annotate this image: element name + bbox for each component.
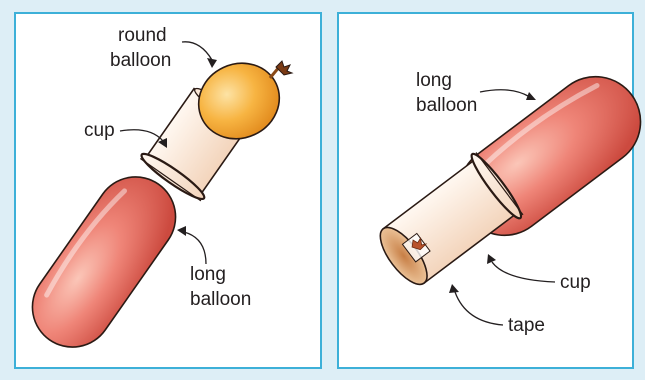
- long-balloon-label-line2: balloon: [190, 289, 251, 310]
- round-balloon-label-line2: balloon: [110, 50, 171, 71]
- tape-label: tape: [508, 315, 545, 336]
- long-balloon-label-line2: balloon: [416, 95, 477, 116]
- left-panel: round balloon cup long balloon: [15, 13, 321, 368]
- long-balloon-label-line1: long: [416, 70, 452, 91]
- cup-label: cup: [560, 272, 591, 293]
- round-balloon-label-line1: round: [118, 25, 167, 46]
- right-panel: long balloon cup tape: [338, 13, 645, 368]
- long-balloon-label-line1: long: [190, 264, 226, 285]
- cup-label: cup: [84, 120, 115, 141]
